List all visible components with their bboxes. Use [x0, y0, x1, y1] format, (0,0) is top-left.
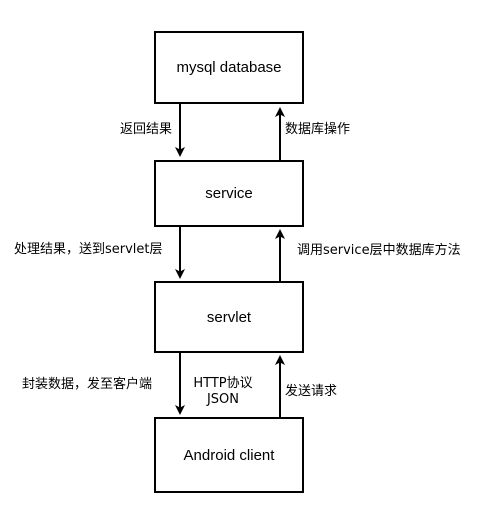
edge-label-send-request: 发送请求 — [285, 384, 338, 399]
node-servlet-label: servlet — [206, 308, 252, 326]
edge-label-package-data: 封装数据，发至客户端 — [22, 377, 153, 392]
node-service: service — [154, 160, 304, 227]
node-servlet: servlet — [154, 281, 304, 353]
node-mysql-database-label: mysql database — [176, 59, 282, 76]
edge-label-protocol-line1: HTTP协议 — [193, 376, 253, 391]
node-android-client: Android client — [154, 417, 304, 493]
edge-label-process-result: 处理结果，送到servlet层 — [14, 242, 163, 257]
edge-label-protocol: HTTP协议 JSON — [187, 376, 259, 408]
node-service-label: service — [205, 185, 253, 202]
edge-label-protocol-line2: JSON — [206, 392, 240, 407]
node-mysql-database: mysql database — [154, 31, 304, 104]
edge-label-return-result: 返回结果 — [120, 122, 173, 137]
edge-label-call-service-method: 调用service层中数据库方法 — [297, 243, 461, 258]
edge-label-database-operation: 数据库操作 — [285, 122, 351, 137]
node-android-client-label: Android client — [183, 446, 275, 464]
